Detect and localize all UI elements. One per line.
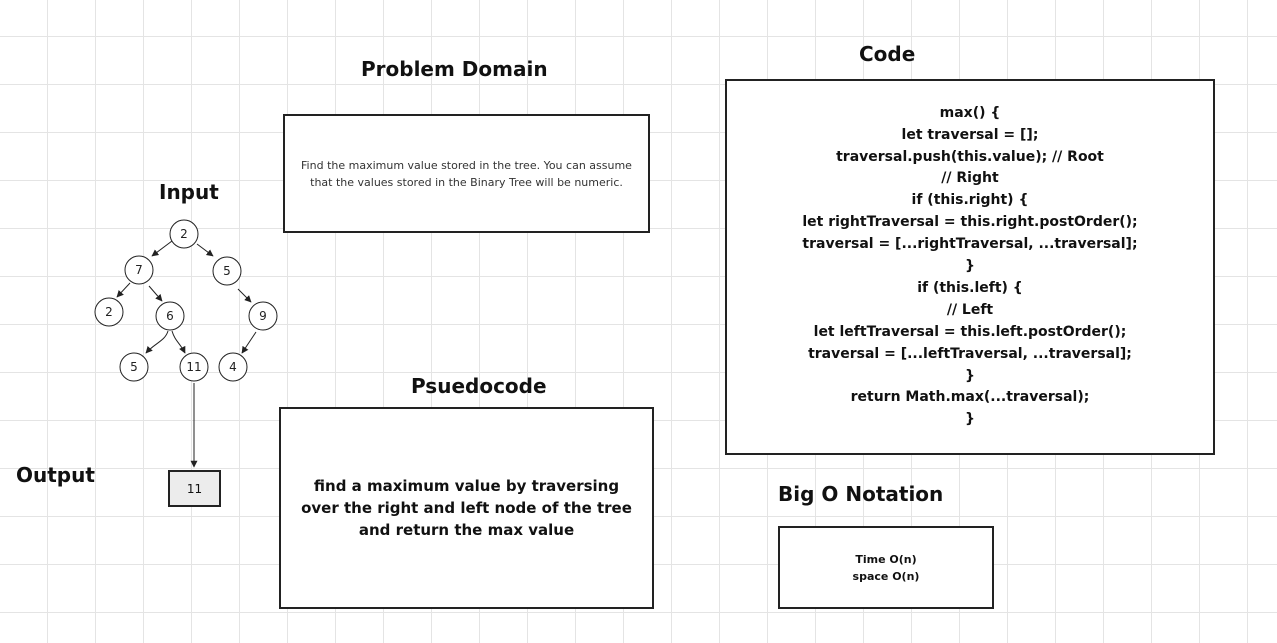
problem-domain-text: Find the maximum value stored in the tre… <box>301 158 632 189</box>
code-line: traversal = [...rightTraversal, ...trave… <box>802 236 1138 253</box>
pseudocode-box: find a maximum value by traversing over … <box>279 407 654 609</box>
tree-node-root <box>169 219 199 249</box>
problem-domain-box: Find the maximum value stored in the tre… <box>283 114 650 233</box>
problem-domain-heading: Problem Domain <box>361 57 548 81</box>
output-heading: Output <box>16 463 95 487</box>
big-o-block: Time O(n) space O(n) <box>853 551 920 585</box>
tree-node-label: 6 <box>166 309 174 323</box>
input-heading: Input <box>159 180 219 204</box>
edge-left-leftleft <box>116 282 131 298</box>
code-box: max() { let traversal = []; traversal.pu… <box>725 79 1215 455</box>
tree-node-right <box>212 256 242 286</box>
time-complexity: Time O(n) <box>855 552 917 566</box>
output-value: 11 <box>186 481 203 496</box>
pseudocode-text: find a maximum value by traversing over … <box>301 477 632 539</box>
code-block: max() { let traversal = []; traversal.pu… <box>802 103 1137 432</box>
tree-node-label: 5 <box>130 360 138 374</box>
edge-right-rightright <box>237 288 252 303</box>
code-line: let leftTraversal = this.left.postOrder(… <box>813 323 1127 340</box>
code-line: } <box>965 367 975 384</box>
code-line: traversal = [...leftTraversal, ...traver… <box>808 345 1132 362</box>
big-o-box: Time O(n) space O(n) <box>778 526 994 609</box>
big-o-heading: Big O Notation <box>778 482 944 506</box>
code-line: return Math.max(...traversal); <box>850 389 1090 406</box>
edge-six-five <box>145 330 169 354</box>
tree-node-label: 2 <box>105 305 113 319</box>
tree-node-right-right <box>248 301 278 331</box>
code-line: // Left <box>946 301 994 318</box>
tree-node-label: 11 <box>186 360 201 374</box>
code-line: if (this.left) { <box>917 279 1023 296</box>
code-line: } <box>965 258 975 275</box>
edge-root-right <box>196 243 214 257</box>
tree-node-label: 2 <box>180 227 188 241</box>
code-heading: Code <box>859 42 916 66</box>
tree-node-right-right-left <box>218 352 248 382</box>
tree-node-label: 4 <box>229 360 237 374</box>
tree-node-label: 5 <box>223 264 231 278</box>
tree-node-label: 9 <box>259 309 267 323</box>
tree-node-left-left <box>94 297 124 327</box>
code-line: max() { <box>939 104 1001 121</box>
tree-node-label: 7 <box>135 263 143 277</box>
code-line: let rightTraversal = this.right.postOrde… <box>802 214 1138 231</box>
code-line: traversal.push(this.value); // Root <box>836 148 1104 165</box>
edge-root-left <box>151 240 173 257</box>
space-complexity: space O(n) <box>852 569 920 583</box>
edge-six-eleven <box>171 330 186 354</box>
tree-node-left-right-right <box>179 352 209 382</box>
tree-node-left-right <box>155 301 185 331</box>
code-line: let traversal = []; <box>901 126 1039 143</box>
tree-node-left-right-left <box>119 352 149 382</box>
code-line: // Right <box>941 170 999 187</box>
code-line: } <box>965 411 975 428</box>
output-box: 11 <box>168 470 221 507</box>
pseudocode-heading: Psuedocode <box>411 374 547 398</box>
code-line: if (this.right) { <box>911 192 1029 209</box>
edge-left-leftright <box>148 285 163 302</box>
tree-node-left <box>124 255 154 285</box>
edge-nine-four <box>241 331 257 354</box>
